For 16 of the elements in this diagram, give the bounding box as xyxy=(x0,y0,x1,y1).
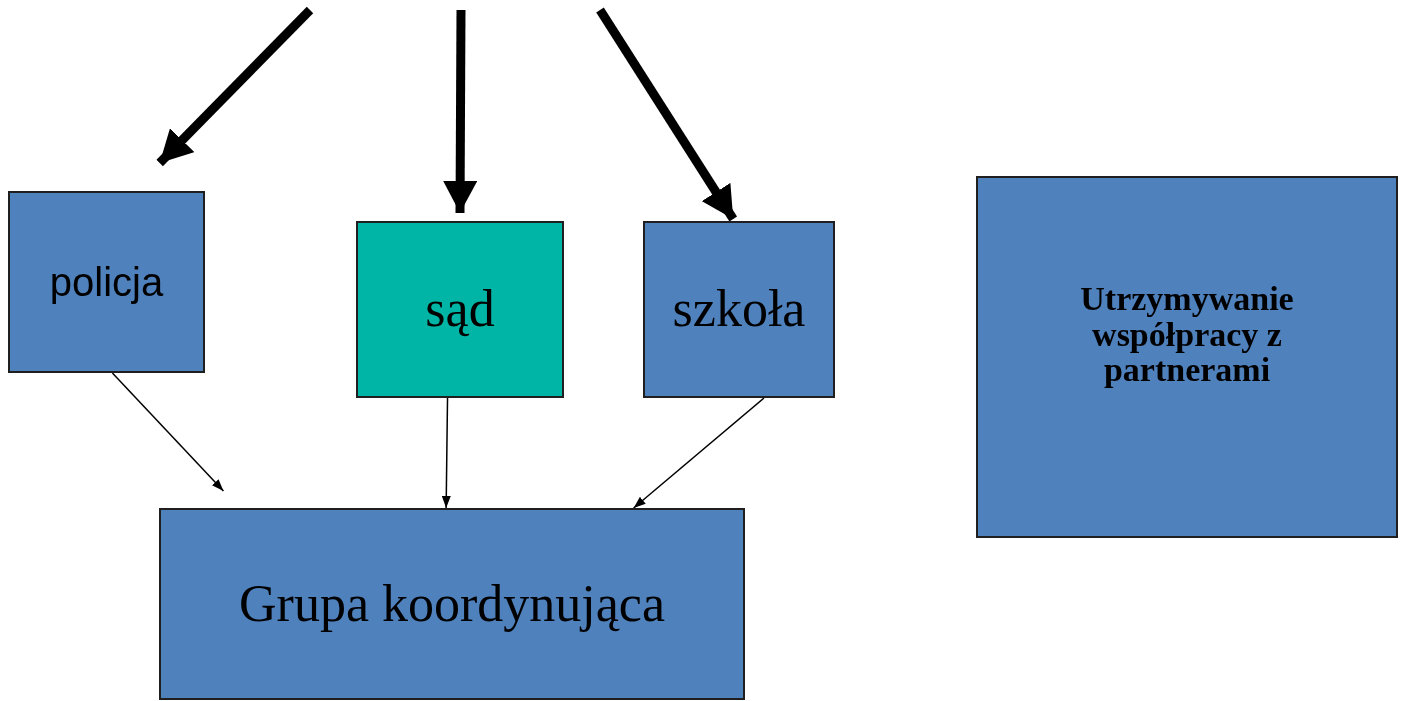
arrow xyxy=(441,397,451,509)
arrow xyxy=(443,10,478,213)
node-label: szkoła xyxy=(672,282,806,337)
process-box xyxy=(8,191,205,373)
node-label: sąd xyxy=(425,282,495,337)
arrow xyxy=(596,7,738,222)
node-label: Grupa koordynująca xyxy=(239,576,665,632)
arrow xyxy=(156,6,314,167)
process-box xyxy=(159,508,745,700)
node-label: Utrzymywanie współpracy z partnerami xyxy=(1079,280,1295,389)
process-box xyxy=(643,221,835,398)
process-box xyxy=(976,176,1398,538)
process-box xyxy=(356,221,564,398)
arrow xyxy=(111,372,225,492)
node-label: policja xyxy=(49,261,164,303)
arrow xyxy=(632,397,765,509)
